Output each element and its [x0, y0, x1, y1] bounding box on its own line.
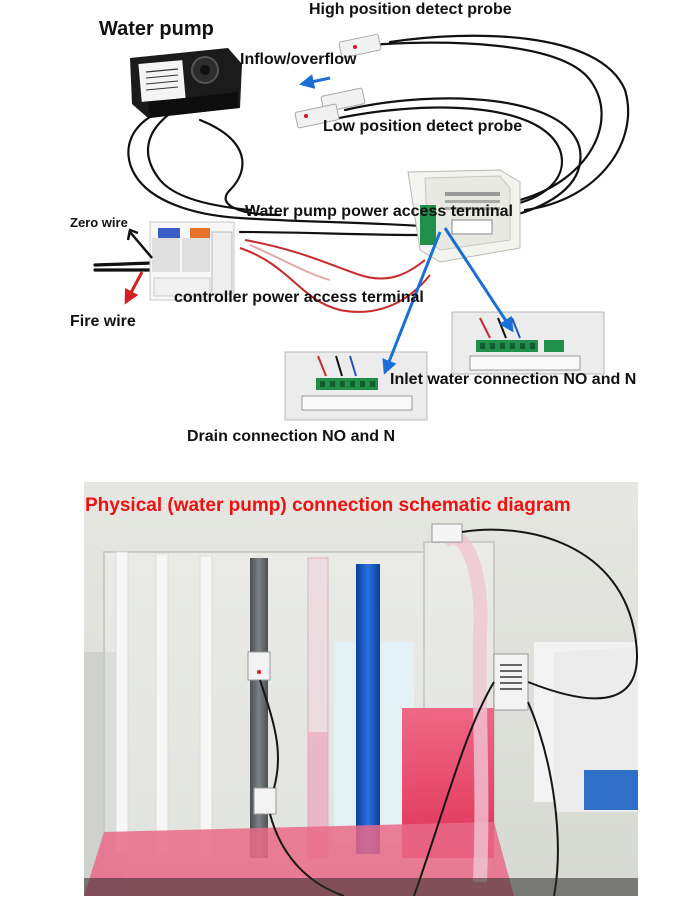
- water-pump-label: Water pump: [99, 18, 214, 40]
- high-position-probe-device: [338, 33, 382, 59]
- low-position-probe-device: [294, 87, 366, 129]
- drain-arrow: [382, 231, 442, 375]
- photo-svg: [84, 482, 638, 896]
- photo-title: Physical (water pump) connection schemat…: [85, 495, 571, 516]
- red-wires: [239, 239, 431, 313]
- pump-terminal-label: Water pump power access terminal: [245, 203, 513, 220]
- fire-wire-arrow: [124, 271, 144, 305]
- black-wires: [93, 34, 630, 272]
- drain-module-device: [284, 351, 428, 421]
- low-probe-label: Low position detect probe: [323, 118, 523, 135]
- fire-wire-label: Fire wire: [70, 313, 136, 330]
- zero-wire-arrow: [126, 228, 153, 259]
- inflow-arrow: [299, 74, 331, 89]
- wiring-svg: [93, 33, 630, 421]
- physical-connection-photo: Physical (water pump) connection schemat…: [84, 482, 638, 896]
- red-arrows: [124, 271, 144, 305]
- inlet-module-device: [451, 311, 605, 375]
- high-probe-label: High position detect probe: [309, 1, 512, 18]
- drain-connection-label: Drain connection NO and N: [187, 428, 396, 445]
- zero-wire-label: Zero wire: [70, 215, 128, 230]
- inlet-arrow: [443, 227, 514, 333]
- inlet-connection-label: Inlet water connection NO and N: [390, 371, 637, 388]
- blue-arrows: [299, 74, 514, 375]
- inflow-overflow-label: Inflow/overflow: [240, 51, 357, 68]
- wiring-diagram: Water pump High position detect probe In…: [70, 1, 637, 445]
- circuit-breaker-device: [149, 221, 235, 301]
- water-pump-device: [130, 48, 242, 118]
- controller-terminal-label: controller power access terminal: [174, 289, 424, 306]
